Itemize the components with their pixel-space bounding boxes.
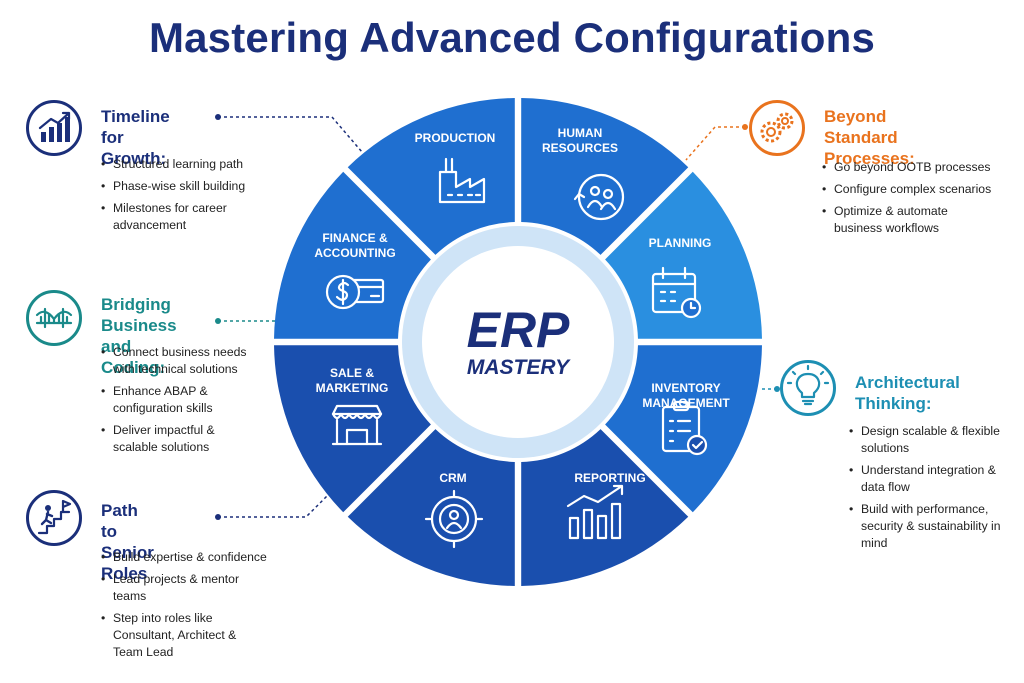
center-subtitle: MASTERY xyxy=(467,356,571,379)
calendar-clock-icon xyxy=(651,266,702,319)
segment-label: RESOURCES xyxy=(542,141,618,155)
bridge-icon xyxy=(26,290,82,346)
segment-label: ACCOUNTING xyxy=(314,246,395,260)
segment-label: INVENTORY xyxy=(651,381,720,395)
wheel-segment-reporting xyxy=(347,429,515,586)
list-item: Design scalable & flexible solutions xyxy=(849,423,1017,457)
wheel-segment-planning xyxy=(605,345,762,513)
list-item: Configure complex scenarios xyxy=(822,181,1017,198)
panel-heading-line: Beyond Standard xyxy=(824,107,898,147)
panel-heading-line: Thinking: xyxy=(855,394,932,413)
wheel-segment-human-resources xyxy=(605,171,762,339)
gears-icon xyxy=(749,100,805,156)
wheel-segment-crm xyxy=(274,345,431,513)
stairs-flag-icon xyxy=(26,490,82,546)
wheel-segment-sale-marketing xyxy=(274,171,431,339)
wheel-segment-finance-accounting xyxy=(347,98,515,255)
storefront-icon xyxy=(331,404,383,446)
segment-label: PLANNING xyxy=(649,236,712,250)
segment-label: HUMAN xyxy=(558,126,603,140)
segment-label: CRM xyxy=(439,471,466,485)
segment-label: SALE & xyxy=(330,366,374,380)
list-item: Optimize & automate business workflows xyxy=(822,203,974,237)
connector-beyond xyxy=(685,126,745,161)
list-item: Build expertise & confidence xyxy=(101,549,286,566)
list-item: Enhance ABAP & configuration skills xyxy=(101,383,243,417)
list-item: Phase-wise skill building xyxy=(101,178,266,195)
panel-heading-line: Bridging Business xyxy=(101,295,177,335)
segment-label: PRODUCTION xyxy=(415,131,496,145)
panel-heading-line: Path to xyxy=(101,501,138,541)
list-item: Build with performance, security & susta… xyxy=(849,501,1017,552)
dollar-card-icon xyxy=(325,274,385,310)
people-cycle-icon xyxy=(573,173,625,221)
list-item: Step into roles like Consultant, Archite… xyxy=(101,610,258,661)
lightbulb-icon xyxy=(780,360,836,416)
list-item: Milestones for career advancement xyxy=(101,200,253,234)
segment-label: MARKETING xyxy=(316,381,389,395)
connector-timeline xyxy=(218,116,363,153)
wheel-segment-production xyxy=(521,98,689,255)
list-item: Connect business needs with technical so… xyxy=(101,344,266,378)
list-item: Go beyond OOTB processes xyxy=(822,159,1017,176)
factory-icon xyxy=(438,157,486,204)
panel-heading-line: Timeline for xyxy=(101,107,170,147)
growth-chart-icon xyxy=(26,100,82,156)
list-item: Lead projects & mentor teams xyxy=(101,571,263,605)
page-title: Mastering Advanced Configurations xyxy=(148,14,876,61)
segment-label: REPORTING xyxy=(574,471,645,485)
bar-chart-trend-icon xyxy=(566,484,624,540)
segment-label: FINANCE & xyxy=(322,231,388,245)
center-disc xyxy=(422,246,614,438)
center-title: ERP xyxy=(467,302,570,358)
list-item: Deliver impactful & scalable solutions xyxy=(101,422,243,456)
clipboard-check-icon xyxy=(661,400,708,456)
list-item: Understand integration & data flow xyxy=(849,462,1001,496)
wheel-segment-inventory-management xyxy=(521,429,689,586)
connector-path xyxy=(218,494,329,518)
panel-heading-line: Architectural xyxy=(855,373,960,392)
list-item: Structured learning path xyxy=(101,156,266,173)
target-user-icon xyxy=(424,489,484,549)
